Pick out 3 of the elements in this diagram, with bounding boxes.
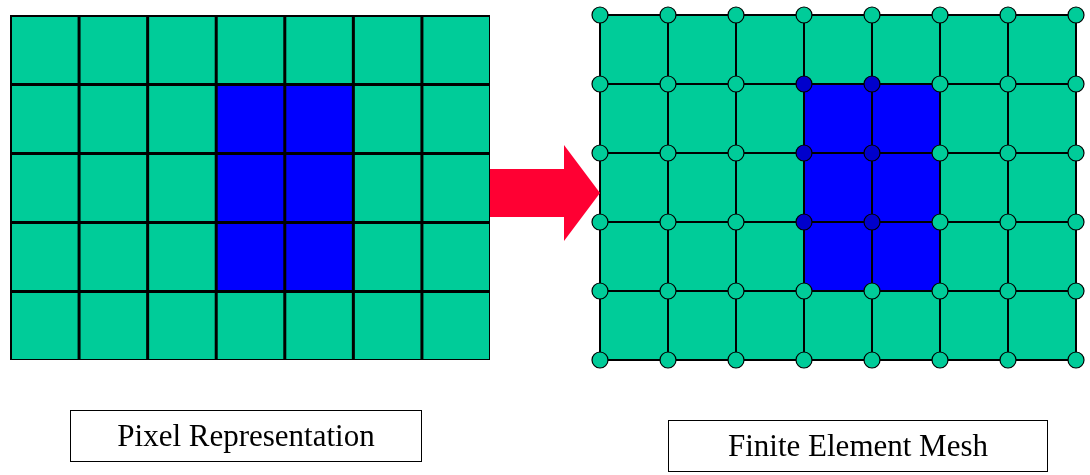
caption-box: Finite Element Mesh [668,420,1048,472]
block-arrow [490,145,600,241]
caption-box: Pixel Representation [70,410,422,462]
